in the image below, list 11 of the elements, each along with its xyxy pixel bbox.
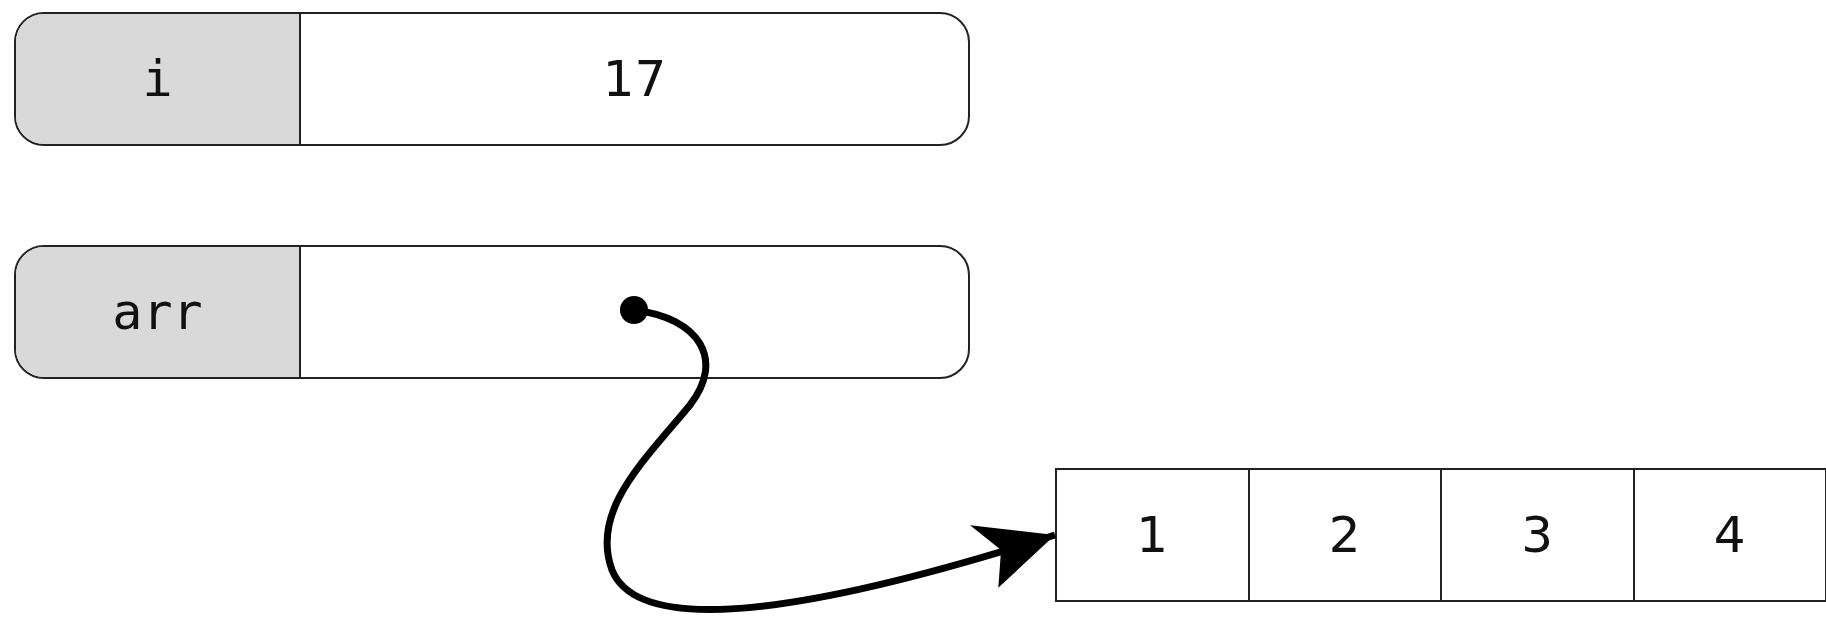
array-element: 3 [1521, 506, 1554, 564]
pointer-arrow [603, 296, 1057, 613]
array-element: 1 [1136, 506, 1169, 564]
array-box [1055, 468, 1826, 602]
array-element: 2 [1328, 506, 1361, 564]
array-element: 4 [1713, 506, 1746, 564]
variable-name: i [16, 14, 301, 144]
variable-name: arr [16, 247, 301, 377]
variable-box [14, 245, 970, 379]
variable-box [14, 12, 970, 146]
variable-value: 17 [601, 49, 668, 110]
